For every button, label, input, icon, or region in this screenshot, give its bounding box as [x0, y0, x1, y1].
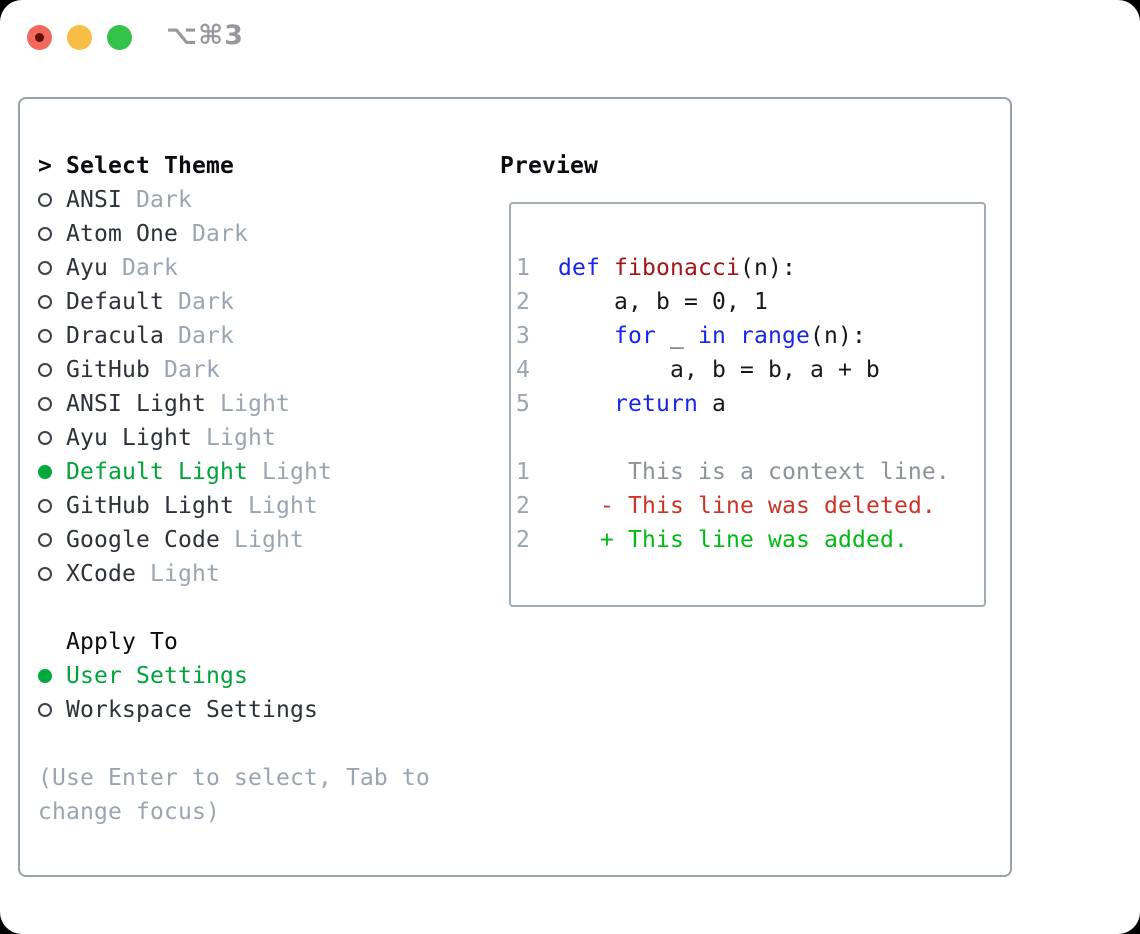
theme-option[interactable]: GitHub Light Light — [38, 489, 430, 523]
theme-name: Default Light — [66, 459, 248, 485]
theme-name: XCode — [66, 561, 136, 587]
code-line — [516, 421, 984, 455]
code-line: 2 + This line was added. — [516, 527, 908, 553]
radio-icon — [38, 217, 66, 251]
line-number: 1 — [516, 255, 530, 281]
code-line: 1 This is a context line. — [516, 459, 950, 485]
apply-option-workspace-settings[interactable]: Workspace Settings — [38, 693, 430, 727]
code-line: 1 def fibonacci(n): — [516, 255, 796, 281]
theme-variant-label: Light — [150, 561, 220, 587]
line-number: 3 — [516, 323, 530, 349]
line-number: 1 — [516, 459, 530, 485]
code-line: 4 a, b = b, a + b — [516, 357, 880, 383]
select-theme-header: > Select Theme — [38, 149, 430, 183]
theme-variant-label: Light — [247, 493, 318, 519]
theme-variant-label: Dark — [122, 255, 178, 281]
minimize-button[interactable] — [67, 25, 92, 50]
code-preview: 1 def fibonacci(n): 2 a, b = 0, 1 3 for _ … — [516, 251, 984, 557]
theme-name: Default — [66, 289, 164, 315]
code-line: 2 a, b = 0, 1 — [516, 289, 768, 315]
theme-variant-label: Dark — [136, 187, 192, 213]
radio-icon — [38, 421, 66, 455]
theme-option[interactable]: GitHub Dark — [38, 353, 430, 387]
hint-text-line1: (Use Enter to select, Tab to — [38, 765, 430, 791]
select-theme-title: Select Theme — [66, 153, 234, 179]
zoom-button[interactable] — [107, 25, 132, 50]
theme-variant-label: Light — [261, 459, 332, 485]
theme-option[interactable]: Dracula Dark — [38, 319, 430, 353]
radio-icon — [38, 455, 66, 489]
keyboard-shortcut-label: ⌥⌘3 — [166, 20, 244, 51]
record-dot-icon — [35, 33, 44, 42]
apply-option-label: Workspace Settings — [66, 697, 318, 723]
theme-name: ANSI Light — [66, 391, 206, 417]
theme-name: Dracula — [66, 323, 164, 349]
line-number: 4 — [516, 357, 530, 383]
theme-option[interactable]: Ayu Light Light — [38, 421, 430, 455]
theme-name: GitHub — [66, 357, 150, 383]
close-button[interactable] — [27, 25, 52, 50]
theme-variant-label: Dark — [191, 221, 248, 247]
theme-variant-label: Dark — [177, 289, 234, 315]
apply-option-label: User Settings — [66, 663, 248, 689]
radio-icon — [38, 319, 66, 353]
apply-option-user-settings[interactable]: User Settings — [38, 659, 430, 693]
theme-name: Ayu — [66, 255, 108, 281]
spacer — [38, 591, 430, 625]
theme-name: GitHub Light — [66, 493, 234, 519]
preview-title: Preview — [500, 153, 598, 179]
spacer — [38, 727, 430, 761]
line-number: 5 — [516, 391, 530, 417]
theme-name: Atom One — [66, 221, 178, 247]
radio-icon — [38, 183, 66, 217]
radio-icon — [38, 523, 66, 557]
theme-variant-label: Light — [219, 391, 290, 417]
theme-variant-label: Light — [233, 527, 304, 553]
theme-option[interactable]: Default Dark — [38, 285, 430, 319]
apply-to-header: Apply To — [38, 625, 430, 659]
code-line: 2 - This line was deleted. — [516, 493, 936, 519]
radio-icon — [38, 693, 66, 727]
radio-icon — [38, 251, 66, 285]
theme-name: Google Code — [66, 527, 220, 553]
theme-name: ANSI — [66, 187, 122, 213]
radio-icon — [38, 285, 66, 319]
radio-icon — [38, 353, 66, 387]
apply-to-title: Apply To — [66, 629, 178, 655]
theme-name: Ayu Light — [66, 425, 192, 451]
theme-variant-label: Dark — [163, 357, 220, 383]
hint-text-line2: change focus) — [38, 799, 220, 825]
theme-variant-label: Dark — [177, 323, 234, 349]
theme-option[interactable]: ANSI Dark — [38, 183, 430, 217]
theme-option[interactable]: XCode Light — [38, 557, 430, 591]
theme-variant-label: Light — [205, 425, 276, 451]
line-number: 2 — [516, 289, 530, 315]
radio-icon — [38, 387, 66, 421]
theme-option[interactable]: Atom One Dark — [38, 217, 430, 251]
preview-box: 1 def fibonacci(n): 2 a, b = 0, 1 3 for _ … — [509, 202, 986, 607]
code-line: 5 return a — [516, 391, 726, 417]
theme-option[interactable]: ANSI Light Light — [38, 387, 430, 421]
radio-icon — [38, 489, 66, 523]
pointer-icon: > — [38, 153, 52, 179]
radio-icon — [38, 557, 66, 591]
theme-option[interactable]: Google Code Light — [38, 523, 430, 557]
theme-option[interactable]: Ayu Dark — [38, 251, 430, 285]
line-number: 2 — [516, 527, 530, 553]
line-number: 2 — [516, 493, 530, 519]
code-line: 3 for _ in range(n): — [516, 323, 866, 349]
radio-icon — [38, 659, 66, 693]
theme-option[interactable]: Default Light Light — [38, 455, 430, 489]
